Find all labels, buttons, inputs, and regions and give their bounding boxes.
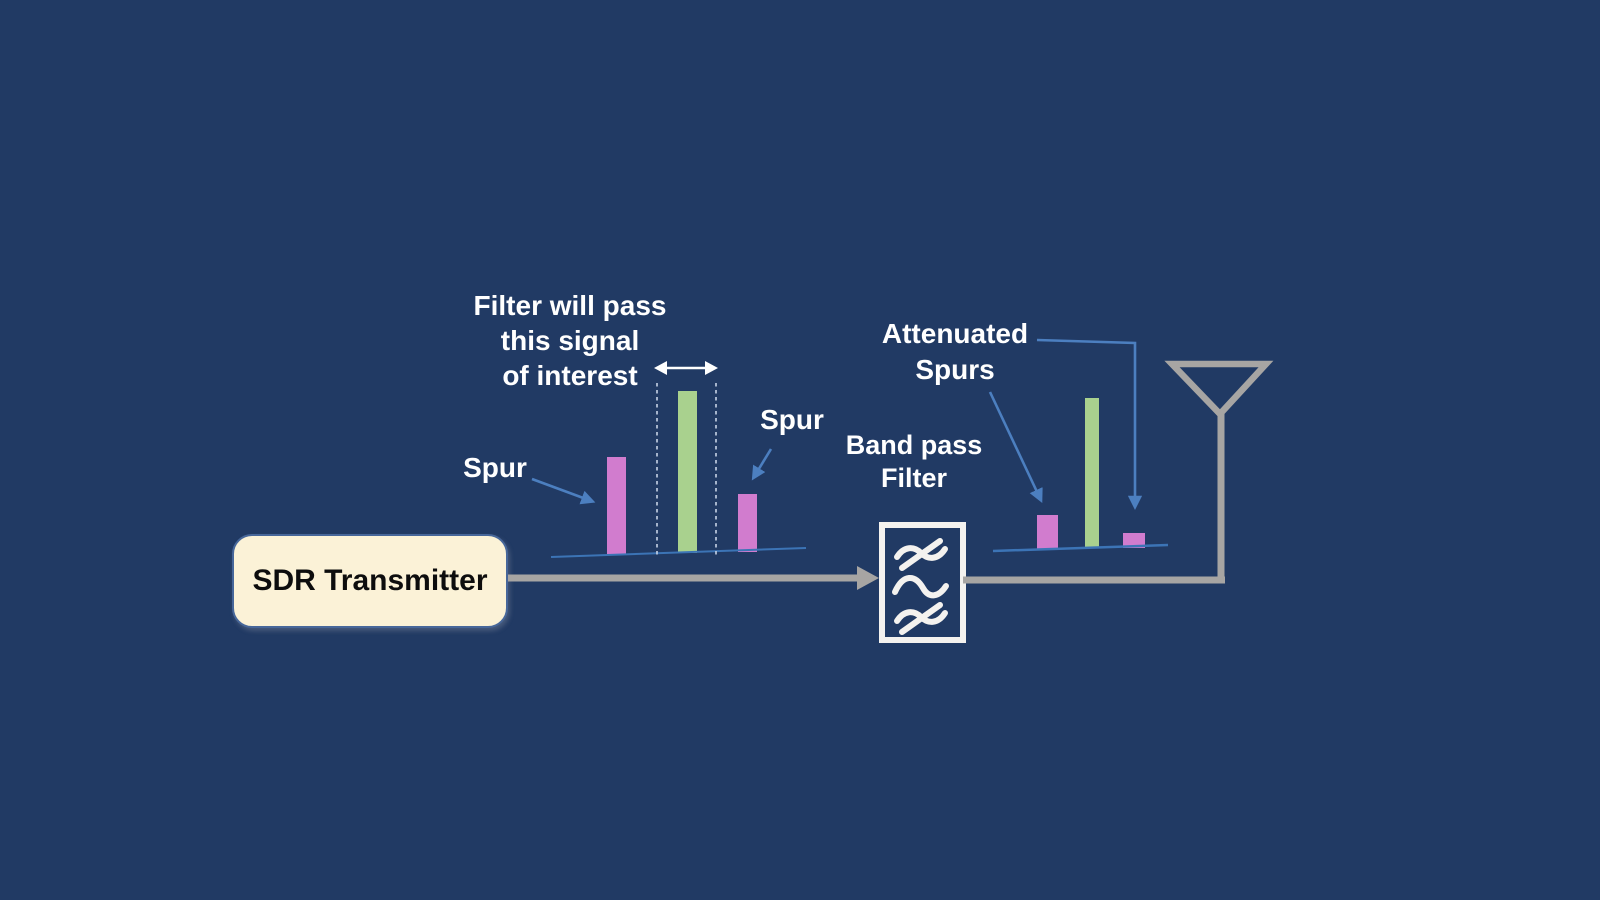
right-attenuated-spur-bar-2 [1123,533,1145,548]
spur-left-arrow [531,477,596,505]
left-spur-bar-1 [607,457,626,555]
sdr-transmitter-block: SDR Transmitter [232,534,508,628]
filter-pass-note-line1: Filter will pass [473,290,667,321]
filter-pass-note-line3: of interest [502,360,638,391]
bandpass-filter-block [879,522,966,643]
attenuated-spurs-label-line2: Spurs [915,354,995,385]
spur-label-right: Spur [760,404,824,435]
filter-pass-note: Filter will pass this signal of interest [440,288,700,393]
filter-pass-note-line2: this signal [500,325,640,356]
attenuated-spurs-label-line1: Attenuated [881,318,1029,349]
bandpass-filter-label: Band pass Filter [824,429,1004,495]
sdr-transmitter-label: SDR Transmitter [252,564,488,597]
right-attenuated-spur-bar-1 [1037,515,1058,549]
left-spur-bar-2 [738,494,757,552]
bandpass-filter-label-line2: Filter [880,463,947,493]
spur-right-arrow [751,448,773,481]
antenna-icon [1164,360,1274,583]
bandpass-filter-label-line1: Band pass [845,430,983,460]
right-signal-bar [1085,398,1099,547]
left-signal-bar [678,391,697,553]
tx-to-filter-arrow [508,566,879,590]
attenuated-spurs-label: Attenuated Spurs [860,316,1050,388]
spur-label-left: Spur [463,452,527,483]
